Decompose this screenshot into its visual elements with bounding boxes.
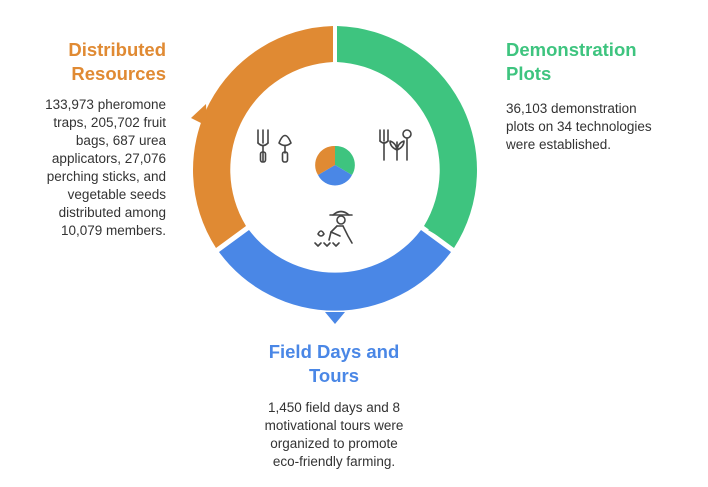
desc-line: were established. — [506, 137, 612, 152]
segment-arc-field — [219, 230, 451, 311]
desc-line: perching sticks, and — [46, 169, 166, 184]
desc-line: 133,973 pheromone — [45, 97, 166, 112]
title-line: Field Days and — [268, 341, 400, 362]
segment-arc-demonstration — [337, 26, 477, 248]
plant-tools-icon — [379, 129, 412, 161]
segment-arrow-field — [325, 312, 345, 324]
desc-line: vegetable seeds — [67, 187, 166, 202]
title-line: Plots — [506, 63, 552, 84]
title-line: Resources — [71, 63, 166, 84]
title-field-days-and-tours: Field Days and Tours — [234, 340, 434, 388]
description-field-days-and-tours: 1,450 field days and 8 motivational tour… — [234, 399, 434, 471]
title-line: Distributed — [68, 39, 166, 60]
desc-line: eco-friendly farming. — [272, 454, 396, 469]
desc-line: distributed among — [58, 205, 166, 220]
farmer-planting-icon — [314, 210, 353, 247]
gardening-tools-icon — [257, 129, 292, 163]
desc-line: 10,079 members. — [60, 223, 166, 238]
description-demonstration-plots: 36,103 demonstration plots on 34 technol… — [506, 100, 686, 154]
segment-arrow-demonstration — [428, 224, 452, 244]
description-distributed-resources: 133,973 pheromone traps, 205,702 fruit b… — [16, 96, 166, 240]
segment-arc-distributed — [193, 26, 333, 248]
desc-line: organized to promote — [270, 436, 398, 451]
title-demonstration-plots: Demonstration Plots — [506, 38, 686, 86]
desc-line: plots on 34 technologies — [506, 119, 652, 134]
desc-line: motivational tours were — [264, 418, 404, 433]
desc-line: applicators, 27,076 — [51, 151, 166, 166]
desc-line: bags, 687 urea — [75, 133, 166, 148]
title-line: Demonstration — [506, 39, 637, 60]
desc-line: 1,450 field days and 8 — [267, 400, 401, 415]
segment-arrow-distributed — [191, 104, 207, 126]
desc-line: traps, 205,702 fruit — [53, 115, 166, 130]
title-line: Tours — [308, 365, 360, 386]
desc-line: 36,103 demonstration — [506, 101, 637, 116]
title-distributed-resources: Distributed Resources — [0, 38, 166, 86]
center-pie — [315, 145, 355, 186]
